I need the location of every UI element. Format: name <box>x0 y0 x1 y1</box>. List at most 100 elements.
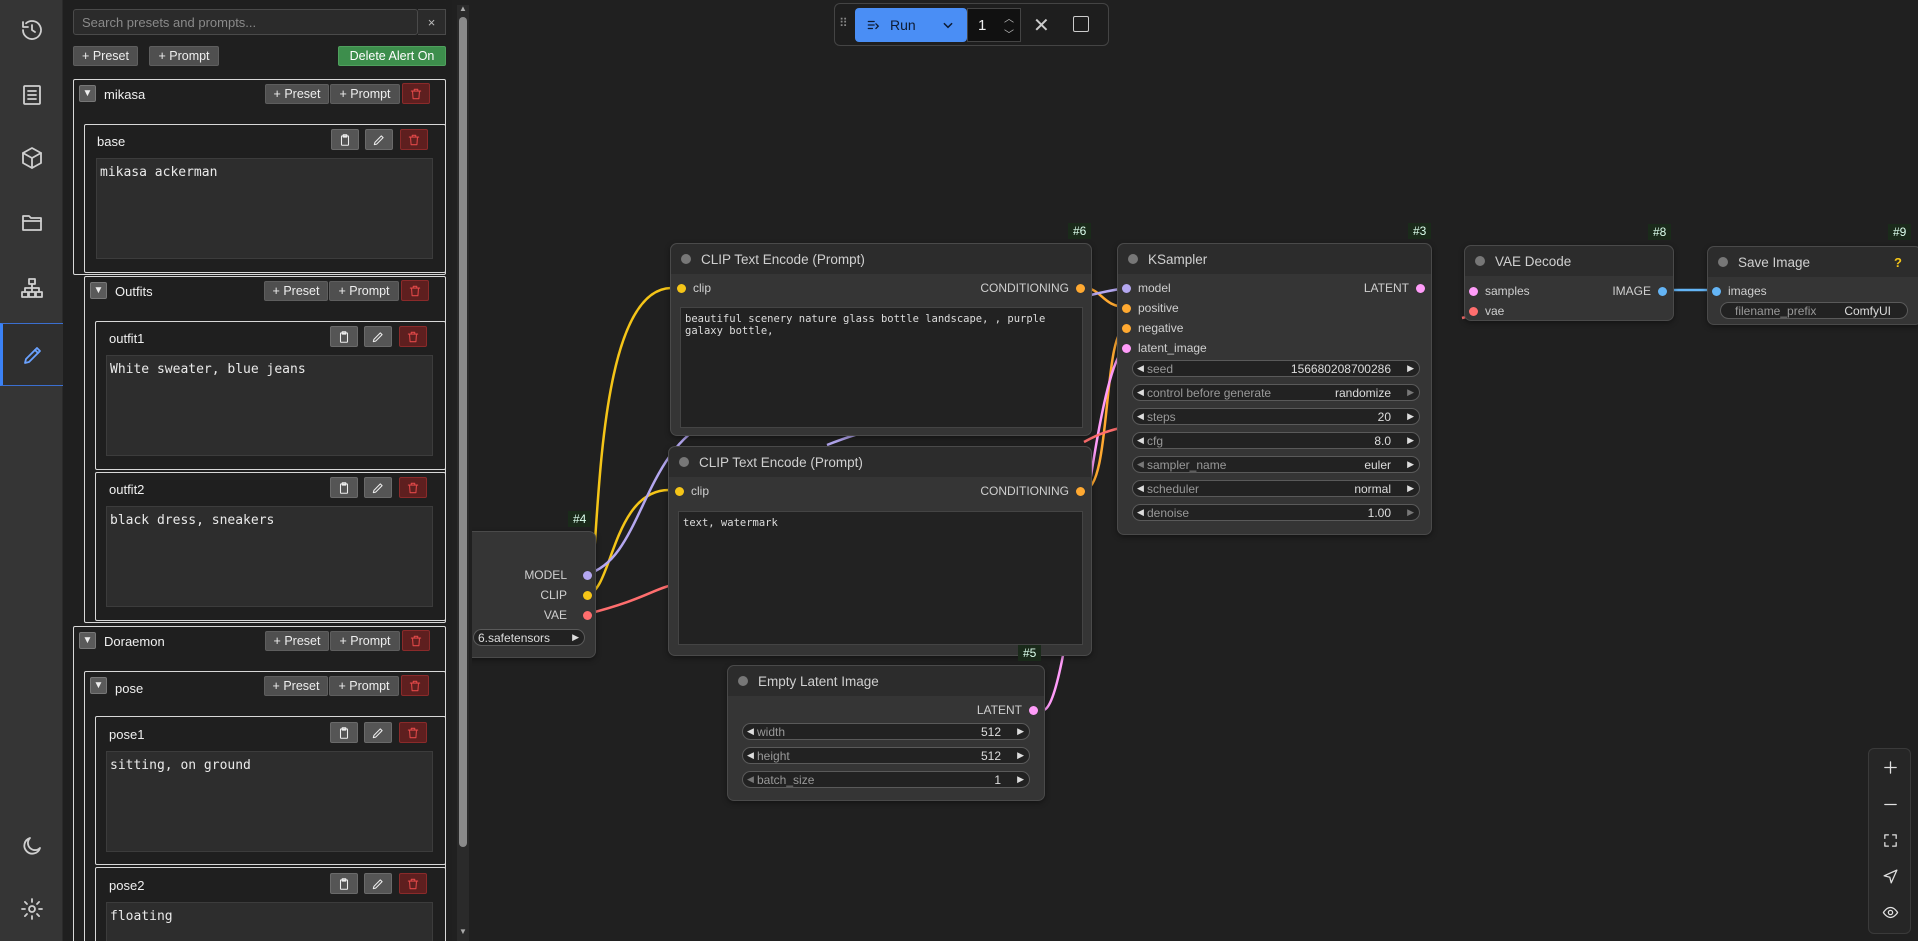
edit-button[interactable] <box>364 326 392 347</box>
copy-button[interactable] <box>331 129 359 150</box>
prompt-manager-button[interactable] <box>0 323 63 386</box>
clip-input-dot[interactable] <box>677 284 686 293</box>
edit-button[interactable] <box>364 477 392 498</box>
navigate-icon[interactable] <box>1882 868 1899 885</box>
filename-prefix-widget[interactable]: filename_prefix ComfyUI <box>1720 302 1908 319</box>
conditioning-output-dot[interactable] <box>1076 284 1085 293</box>
delete-button[interactable] <box>400 129 428 150</box>
copy-button[interactable] <box>330 722 358 743</box>
add-prompt-button[interactable]: + Prompt <box>329 281 399 301</box>
batch-size-widget[interactable]: ◀ batch_size 1 ▶ <box>742 771 1030 788</box>
save-image-node[interactable]: Save Image ? images filename_prefix Comf… <box>1707 246 1918 325</box>
add-preset-button[interactable]: + Preset <box>73 46 138 66</box>
delete-button[interactable] <box>399 326 427 347</box>
node-library-button[interactable] <box>0 260 63 316</box>
checkpoint-loader-node[interactable]: MODEL CLIP VAE 6.safetensors ▶ <box>472 531 596 658</box>
run-mode-dropdown[interactable] <box>929 8 967 42</box>
history-button[interactable] <box>0 2 63 58</box>
scrollbar-thumb[interactable] <box>459 17 467 847</box>
eye-icon[interactable] <box>1882 904 1899 921</box>
model-output-dot[interactable] <box>583 571 592 580</box>
prompt-textarea[interactable]: floating <box>106 902 433 941</box>
steps-widget[interactable]: ◀ steps 20 ▶ <box>1132 408 1420 425</box>
add-preset-button[interactable]: + Preset <box>265 631 329 651</box>
clip-input-dot[interactable] <box>675 487 684 496</box>
settings-button[interactable] <box>0 881 63 937</box>
ksampler-node[interactable]: KSampler model positive negative latent_… <box>1117 243 1432 535</box>
scheduler-widget[interactable]: ◀ scheduler normal ▶ <box>1132 480 1420 497</box>
theme-toggle-button[interactable] <box>0 818 63 874</box>
add-preset-button[interactable]: + Preset <box>264 676 328 696</box>
control-before-generate-widget[interactable]: ◀ control before generate randomize ▶ <box>1132 384 1420 401</box>
copy-button[interactable] <box>330 477 358 498</box>
prompt-textarea[interactable]: mikasa ackerman <box>96 158 433 259</box>
image-output-dot[interactable] <box>1658 287 1667 296</box>
sampler-name-widget[interactable]: ◀ sampler_name euler ▶ <box>1132 456 1420 473</box>
clip-text-encode-node[interactable]: CLIP Text Encode (Prompt) clip CONDITION… <box>670 243 1092 436</box>
images-input-dot[interactable] <box>1712 287 1721 296</box>
add-prompt-button[interactable]: + Prompt <box>329 676 399 696</box>
drag-handle-icon[interactable]: ⠿ <box>839 16 848 30</box>
prompt-textarea[interactable]: black dress, sneakers <box>106 506 433 607</box>
add-preset-button[interactable]: + Preset <box>265 84 329 104</box>
delete-button[interactable] <box>399 477 427 498</box>
chevron-down-icon[interactable]: ﹀ <box>1004 30 1014 41</box>
delete-button[interactable] <box>399 873 427 894</box>
model-input-dot[interactable] <box>1122 284 1131 293</box>
add-prompt-button[interactable]: + Prompt <box>330 631 400 651</box>
zoom-in-icon[interactable] <box>1882 759 1899 776</box>
prompt-textarea[interactable]: beautiful scenery nature glass bottle la… <box>680 307 1083 428</box>
fit-view-icon[interactable] <box>1882 832 1899 849</box>
delete-button[interactable] <box>402 83 430 104</box>
copy-button[interactable] <box>330 873 358 894</box>
help-icon[interactable]: ? <box>1894 255 1902 270</box>
scroll-up-arrow[interactable]: ▲ <box>459 4 467 13</box>
clip-text-encode-node[interactable]: CLIP Text Encode (Prompt) clip CONDITION… <box>668 446 1092 656</box>
search-input[interactable] <box>74 10 417 34</box>
node-canvas[interactable]: #4 MODEL CLIP VAE 6.safetensors ▶ #6 CLI… <box>472 0 1918 941</box>
edit-button[interactable] <box>364 722 392 743</box>
clear-search-button[interactable]: × <box>418 9 446 35</box>
chevron-up-icon[interactable]: ︿ <box>1004 14 1014 25</box>
collapse-toggle[interactable]: ▼ <box>90 677 107 694</box>
model-library-button[interactable] <box>0 130 63 186</box>
run-button[interactable]: Run <box>855 8 967 42</box>
stop-icon[interactable] <box>1073 16 1089 32</box>
add-prompt-button[interactable]: + Prompt <box>330 84 400 104</box>
delete-alert-toggle[interactable]: Delete Alert On <box>338 46 446 66</box>
latent-output-dot[interactable] <box>1416 284 1425 293</box>
vae-input-dot[interactable] <box>1469 307 1478 316</box>
queue-button[interactable] <box>0 67 63 123</box>
denoise-widget[interactable]: ◀ denoise 1.00 ▶ <box>1132 504 1420 521</box>
height-widget[interactable]: ◀ height 512 ▶ <box>742 747 1030 764</box>
delete-button[interactable] <box>399 722 427 743</box>
cancel-icon[interactable]: ✕ <box>1033 15 1050 37</box>
prompt-textarea[interactable]: text, watermark <box>678 511 1083 645</box>
batch-count-input[interactable]: 1 ︿ ﹀ <box>967 8 1021 42</box>
clip-output-dot[interactable] <box>583 591 592 600</box>
delete-button[interactable] <box>402 630 430 651</box>
empty-latent-image-node[interactable]: Empty Latent Image LATENT ◀ width 512 ▶ … <box>727 665 1045 801</box>
copy-button[interactable] <box>330 326 358 347</box>
latent-image-input-dot[interactable] <box>1122 344 1131 353</box>
delete-button[interactable] <box>401 280 429 301</box>
vae-decode-node[interactable]: VAE Decode samples vae IMAGE <box>1464 245 1674 321</box>
delete-button[interactable] <box>401 675 429 696</box>
add-prompt-button[interactable]: + Prompt <box>149 46 219 66</box>
zoom-out-icon[interactable] <box>1882 796 1899 813</box>
positive-input-dot[interactable] <box>1122 304 1131 313</box>
workflows-button[interactable] <box>0 195 63 251</box>
ckpt-name-widget[interactable]: 6.safetensors ▶ <box>473 629 585 646</box>
collapse-toggle[interactable]: ▼ <box>79 632 96 649</box>
negative-input-dot[interactable] <box>1122 324 1131 333</box>
vae-output-dot[interactable] <box>583 611 592 620</box>
seed-widget[interactable]: ◀ seed 156680208700286 ▶ <box>1132 360 1420 377</box>
conditioning-output-dot[interactable] <box>1076 487 1085 496</box>
add-preset-button[interactable]: + Preset <box>264 281 328 301</box>
edit-button[interactable] <box>365 129 393 150</box>
edit-button[interactable] <box>364 873 392 894</box>
collapse-toggle[interactable]: ▼ <box>79 85 96 102</box>
samples-input-dot[interactable] <box>1469 287 1478 296</box>
collapse-toggle[interactable]: ▼ <box>90 282 107 299</box>
scroll-down-arrow[interactable]: ▼ <box>459 927 467 936</box>
